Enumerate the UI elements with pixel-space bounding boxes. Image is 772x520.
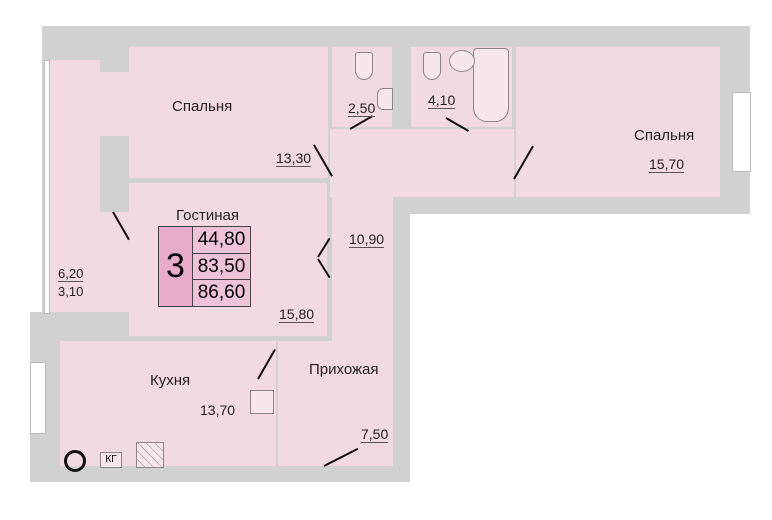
room-name: Прихожая <box>309 361 379 378</box>
room-name: Кухня <box>150 372 191 389</box>
room-area: 7,50 <box>361 426 389 443</box>
window-right <box>732 92 751 172</box>
bedroom-2 <box>516 47 720 197</box>
room-area: 15,80 <box>279 306 315 323</box>
bathroom-small-area: 2,50 <box>348 100 376 117</box>
bedroom-1 <box>129 47 328 178</box>
bedroom-window-niche <box>100 72 129 136</box>
wall-corridor-right <box>393 190 410 482</box>
gas-meter: КГ <box>100 452 122 468</box>
balcony-area: 6,20 <box>58 266 84 282</box>
toilet-icon <box>355 52 373 80</box>
balcony-area-reduced: 3,10 <box>58 284 84 299</box>
kitchen-sink-icon <box>250 390 274 414</box>
stove-icon <box>136 442 164 468</box>
room-name: Спальня <box>172 98 233 115</box>
kitchen <box>60 341 276 466</box>
bathroom-large-area: 4,10 <box>428 92 456 109</box>
room-name: Спальня <box>634 127 695 144</box>
room-area: 13,30 <box>276 150 312 167</box>
rooms-count: 3 <box>159 227 193 306</box>
window-left <box>30 362 46 434</box>
total-area-with-balcony: 86,60 <box>197 282 246 303</box>
room-name: Гостиная <box>176 207 239 224</box>
total-area: 83,50 <box>193 254 250 280</box>
toilet-icon <box>423 52 441 80</box>
room-area: 13,70 <box>200 402 236 418</box>
balcony-door-niche <box>100 212 129 312</box>
corridor-area: 10,90 <box>349 231 385 248</box>
balcony <box>50 60 100 312</box>
hallway <box>278 341 393 466</box>
living-area: 44,80 <box>193 227 250 254</box>
balcony-glazing <box>44 60 50 314</box>
room-area: 15,70 <box>649 156 685 173</box>
bathtub <box>473 48 509 122</box>
sink-icon <box>377 88 393 110</box>
apartment-info-badge: 3 44,80 83,50 86,60 <box>158 226 251 307</box>
boiler-icon <box>64 450 86 472</box>
sink-icon <box>449 50 475 72</box>
